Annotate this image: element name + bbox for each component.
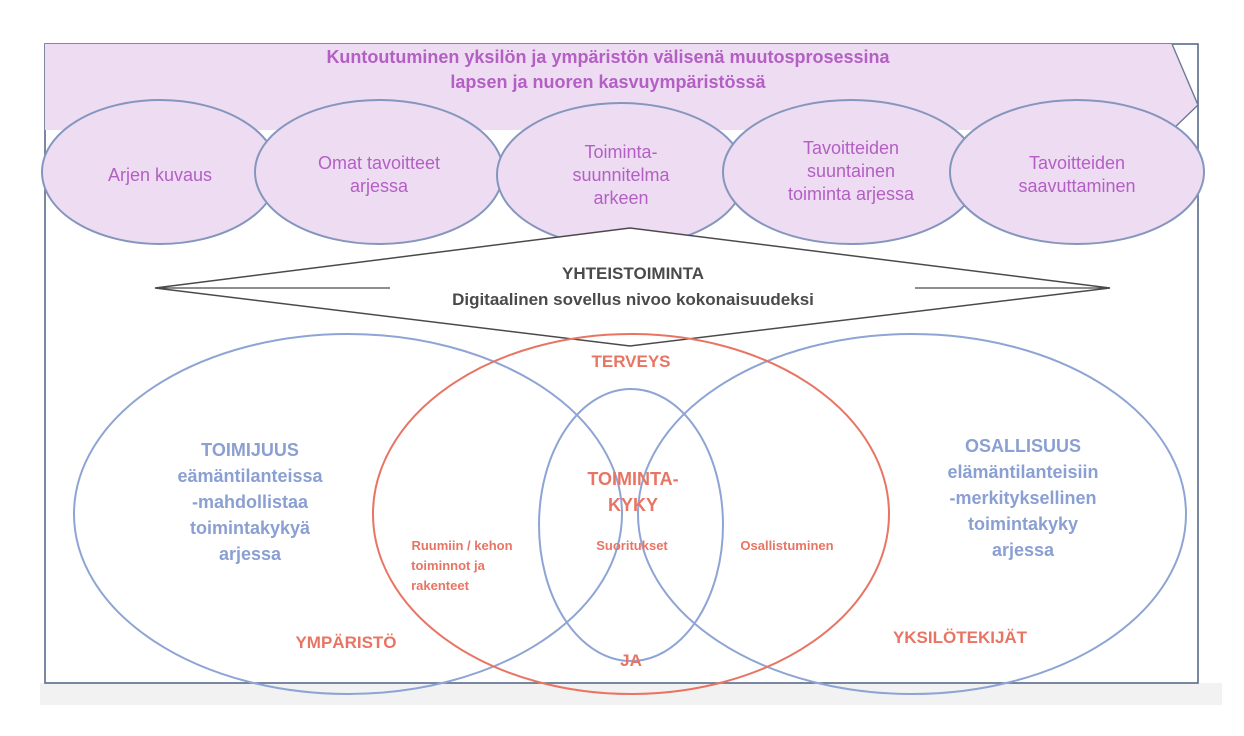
label-suoritukset: Suoritukset xyxy=(596,538,668,553)
label-ruumiin-toiminnot-line: rakenteet xyxy=(411,578,469,593)
label-osallisuus-line: -merkityksellinen xyxy=(949,488,1096,508)
label-yksilotekijat: YKSILÖTEKIJÄT xyxy=(893,628,1028,647)
cooperation-subtitle: Digitaalinen sovellus nivoo kokonaisuude… xyxy=(452,290,814,309)
step-label: arjessa xyxy=(350,176,409,196)
label-osallistuminen: Osallistuminen xyxy=(740,538,833,553)
step-label: Toiminta- xyxy=(584,142,657,162)
label-toimintakyky: TOIMINTA- xyxy=(587,469,678,489)
venn-health-circle xyxy=(372,333,890,695)
label-toimijuus-line: arjessa xyxy=(219,544,282,564)
label-ja: JA xyxy=(620,651,642,670)
step-label: Arjen kuvaus xyxy=(108,165,212,185)
venn-personal-circle xyxy=(637,333,1187,695)
label-ruumiin-toiminnot-line: toiminnot ja xyxy=(411,558,485,573)
label-osallisuus-line: arjessa xyxy=(992,540,1055,560)
banner-title-line2: lapsen ja nuoren kasvuympäristössä xyxy=(450,72,766,92)
label-osallisuus-line: elämäntilanteisiin xyxy=(947,462,1098,482)
label-toimijuus-line: eämäntilanteissa xyxy=(177,466,323,486)
label-osallisuus-line: toimintakyky xyxy=(968,514,1078,534)
label-toimijuus-line: -mahdollistaa xyxy=(192,492,309,512)
label-toimintakyky-line: KYKY xyxy=(608,495,658,515)
label-toimijuus-line: toimintakykyä xyxy=(190,518,311,538)
cooperation-diamond xyxy=(154,227,1111,347)
step-tavoitteiden-saavuttaminen xyxy=(949,99,1205,245)
cooperation-title: YHTEISTOIMINTA xyxy=(562,264,704,283)
step-label: suunnitelma xyxy=(572,165,670,185)
label-terveys: TERVEYS xyxy=(591,352,670,371)
venn-diagram: TERVEYS JA YMPÄRISTÖ YKSILÖTEKIJÄT TOIMI… xyxy=(73,333,1187,695)
step-label: Omat tavoitteet xyxy=(318,153,440,173)
label-osallisuus: OSALLISUUS xyxy=(965,436,1081,456)
venn-environment-circle xyxy=(73,333,623,695)
step-label: Tavoitteiden xyxy=(1029,153,1125,173)
step-label: suuntainen xyxy=(807,161,895,181)
label-toimijuus: TOIMIJUUS xyxy=(201,440,299,460)
step-label: Tavoitteiden xyxy=(803,138,899,158)
step-label: saavuttaminen xyxy=(1018,176,1135,196)
venn-functioning-circle xyxy=(538,388,724,662)
process-steps: Arjen kuvaus Omat tavoitteet arjessa Toi… xyxy=(41,99,1205,248)
label-ymparisto: YMPÄRISTÖ xyxy=(295,633,396,652)
label-ruumiin-toiminnot: Ruumiin / kehon xyxy=(411,538,512,553)
step-label: toiminta arjessa xyxy=(788,184,915,204)
banner-title-line1: Kuntoutuminen yksilön ja ympäristön väli… xyxy=(326,47,890,67)
banner-arrow-tip xyxy=(1171,43,1199,131)
step-label: arkeen xyxy=(593,188,648,208)
